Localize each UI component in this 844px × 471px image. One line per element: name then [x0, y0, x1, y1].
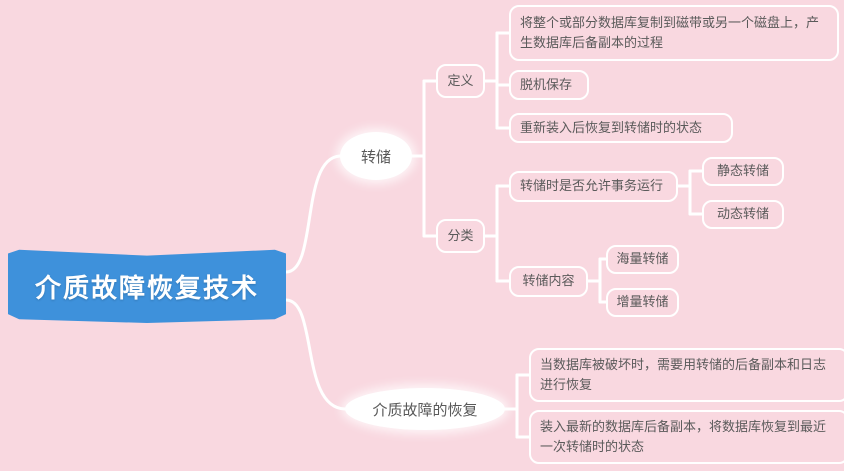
node-recovery-item-1-label: 当数据库被破坏时，需要用转储的后备副本和日志进行恢复 — [540, 356, 827, 392]
node-recovery-item-2-label: 装入最新的数据库后备副本，将数据库恢复到最近一次转储时的状态 — [540, 418, 827, 454]
branch-node-recovery[interactable]: 介质故障的恢复 — [345, 388, 505, 430]
node-massive-dump[interactable]: 海量转储 — [606, 245, 679, 274]
node-dynamic-dump-label: 动态转储 — [716, 206, 769, 222]
node-classification-group-1[interactable]: 转储时是否允许事务运行 — [509, 171, 678, 202]
root-node-label: 介质故障恢复技术 — [34, 272, 259, 303]
node-dynamic-dump[interactable]: 动态转储 — [702, 200, 784, 229]
node-classification-group-2[interactable]: 转储内容 — [509, 266, 588, 297]
node-static-dump[interactable]: 静态转储 — [702, 157, 784, 186]
branch-node-recovery-label: 介质故障的恢复 — [372, 401, 478, 419]
node-classification-label: 分类 — [447, 227, 474, 243]
node-incremental-dump-label: 增量转储 — [616, 294, 669, 310]
node-static-dump-label: 静态转储 — [716, 163, 769, 179]
node-definition-item-2[interactable]: 脱机保存 — [509, 70, 589, 100]
node-classification-group-2-label: 转储内容 — [522, 273, 575, 289]
node-definition-item-2-label: 脱机保存 — [520, 76, 573, 92]
node-definition-item-1[interactable]: 将整个或部分数据库复制到磁带或另一个磁盘上，产生数据库后备副本的过程 — [509, 5, 839, 61]
root-node-shape — [8, 249, 286, 323]
branch-node-dump[interactable]: 转储 — [340, 132, 412, 180]
node-definition-item-3-label: 重新装入后恢复到转储时的状态 — [520, 119, 703, 135]
node-massive-dump-label: 海量转储 — [616, 251, 669, 267]
root-node[interactable]: 介质故障恢复技术 — [8, 249, 286, 323]
node-definition-item-1-label: 将整个或部分数据库复制到磁带或另一个磁盘上，产生数据库后备副本的过程 — [520, 14, 820, 50]
branch-node-dump-label: 转储 — [360, 148, 391, 166]
node-definition-item-3[interactable]: 重新装入后恢复到转储时的状态 — [509, 113, 733, 143]
node-recovery-item-1[interactable]: 当数据库被破坏时，需要用转储的后备副本和日志进行恢复 — [529, 348, 844, 402]
node-recovery-item-2[interactable]: 装入最新的数据库后备副本，将数据库恢复到最近一次转储时的状态 — [529, 410, 844, 464]
node-classification[interactable]: 分类 — [436, 219, 485, 253]
node-incremental-dump[interactable]: 增量转储 — [606, 288, 679, 317]
node-classification-group-1-label: 转储时是否允许事务运行 — [520, 178, 664, 194]
node-definition-label: 定义 — [447, 72, 474, 88]
node-definition[interactable]: 定义 — [436, 64, 485, 98]
